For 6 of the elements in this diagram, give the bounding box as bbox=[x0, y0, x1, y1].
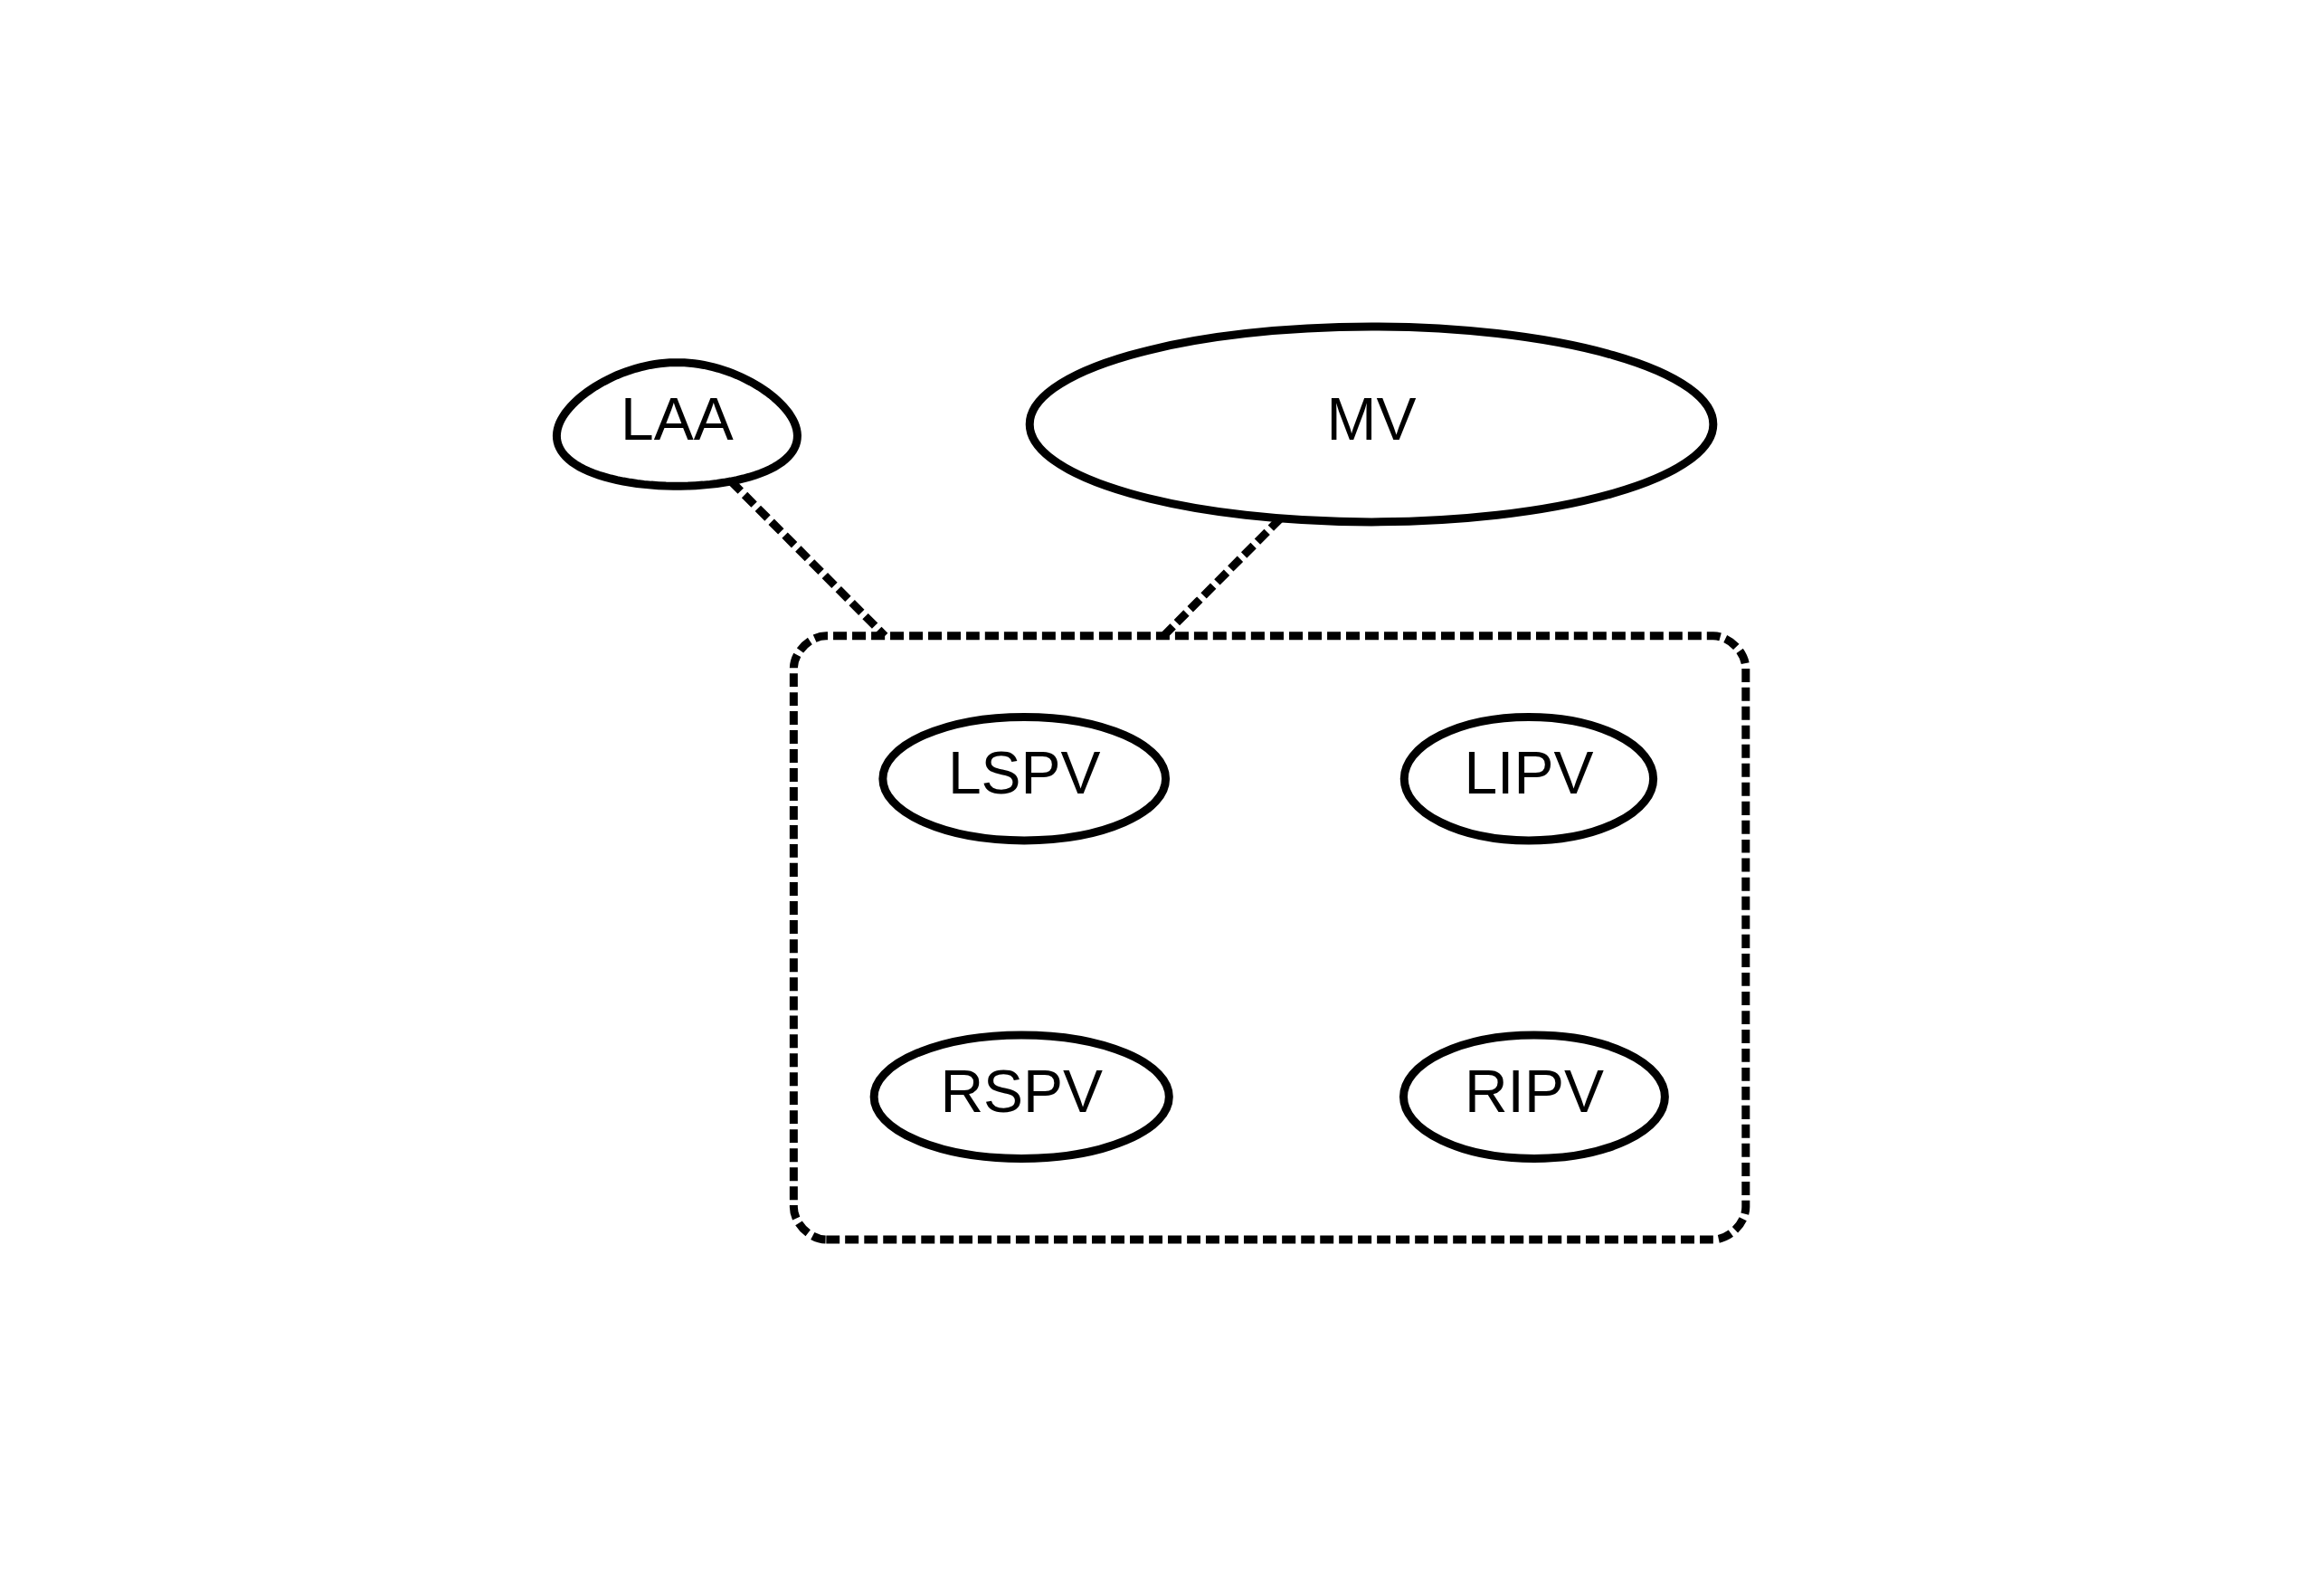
node-ellipse: LSPV bbox=[878, 712, 1171, 844]
node-ellipse: RIPV bbox=[1399, 1030, 1669, 1163]
node-ellipse: RSPV bbox=[869, 1030, 1173, 1163]
cluster bbox=[789, 631, 1750, 1243]
node-ellipse: MV bbox=[1025, 322, 1718, 526]
node-ellipse: LIPV bbox=[1399, 712, 1658, 844]
